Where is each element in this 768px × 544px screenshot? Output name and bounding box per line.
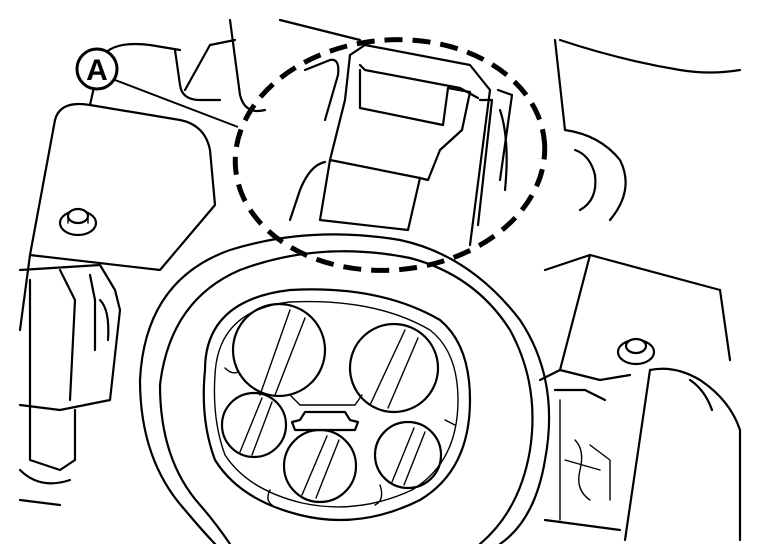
left-bracket — [18, 263, 122, 507]
bolt-right — [616, 337, 656, 366]
highlight-circle — [232, 37, 548, 273]
housing-right — [538, 38, 742, 382]
terminal-cavity-1 — [231, 302, 327, 398]
callout-a: A — [75, 47, 119, 91]
center-key — [290, 410, 360, 432]
callout-a-label: A — [86, 54, 108, 87]
terminal-cavity-4 — [282, 428, 358, 504]
connector-housing — [138, 233, 551, 544]
terminal-cavity-3 — [220, 391, 288, 459]
bolt-left — [58, 207, 98, 237]
terminal-cavity-5 — [373, 420, 443, 490]
terminal-cavity-2 — [348, 322, 440, 414]
right-bracket — [543, 367, 742, 542]
connector-face — [202, 288, 472, 522]
lock-tab — [288, 43, 514, 247]
callout-leader — [114, 79, 239, 128]
